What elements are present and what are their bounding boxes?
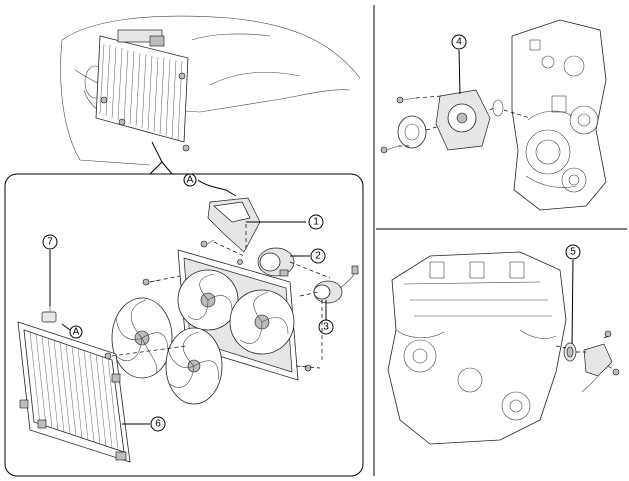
bracket-part-1	[207, 197, 261, 253]
radiator-in-vehicle	[95, 29, 190, 152]
callout-3-label: 3	[323, 322, 329, 333]
leader-5	[571, 259, 574, 345]
assembly-dashes-top-right	[398, 95, 531, 147]
callout-4-label: 4	[456, 37, 462, 48]
callout-1-label: 1	[313, 217, 319, 228]
zoom-leader	[149, 141, 173, 175]
connector-a-radiator-label: A	[73, 327, 80, 338]
thermostat-housing	[581, 343, 613, 393]
engine-front-view	[511, 19, 607, 211]
connector-a-top-label: A	[187, 175, 194, 186]
leader-4	[458, 49, 461, 95]
callout-6: 6	[150, 416, 166, 432]
assembly-dashes-left	[111, 224, 331, 369]
callout-3: 3	[318, 319, 334, 335]
water-pump-part-4	[435, 89, 491, 151]
callout-2-label: 2	[315, 251, 321, 262]
panel-dividers	[373, 5, 627, 476]
callout-1: 1	[308, 214, 324, 230]
callout-6-label: 6	[155, 419, 161, 430]
hose-to-connector-a1	[197, 179, 237, 197]
fan-motor-2	[257, 247, 295, 277]
connector-a-top: A	[183, 173, 197, 187]
thermostat-bolts	[604, 330, 620, 376]
cooling-fan-left	[111, 297, 173, 379]
callout-7: 7	[42, 234, 58, 250]
water-pump-pulley	[397, 115, 427, 149]
bolts	[104, 239, 312, 372]
radiator-part-6	[17, 321, 131, 463]
assembly-dashes-bottom-right	[555, 335, 615, 371]
exploded-view-frame	[4, 173, 364, 477]
water-pump-gasket	[492, 99, 504, 117]
callout-5-label: 5	[570, 247, 576, 258]
engine-side-view	[387, 251, 567, 445]
callout-leaders	[49, 221, 327, 425]
callout-5: 5	[565, 244, 581, 260]
callout-7-label: 7	[47, 237, 53, 248]
callout-4: 4	[451, 34, 467, 50]
callout-2: 2	[310, 248, 326, 264]
connector-a-radiator: A	[69, 325, 83, 339]
fan-motor-3	[313, 265, 359, 304]
radiator-cap-part-7	[41, 250, 57, 323]
cooling-fan-right	[165, 327, 223, 405]
water-pump-bolts	[380, 96, 417, 154]
thermostat-part-5	[563, 342, 577, 362]
